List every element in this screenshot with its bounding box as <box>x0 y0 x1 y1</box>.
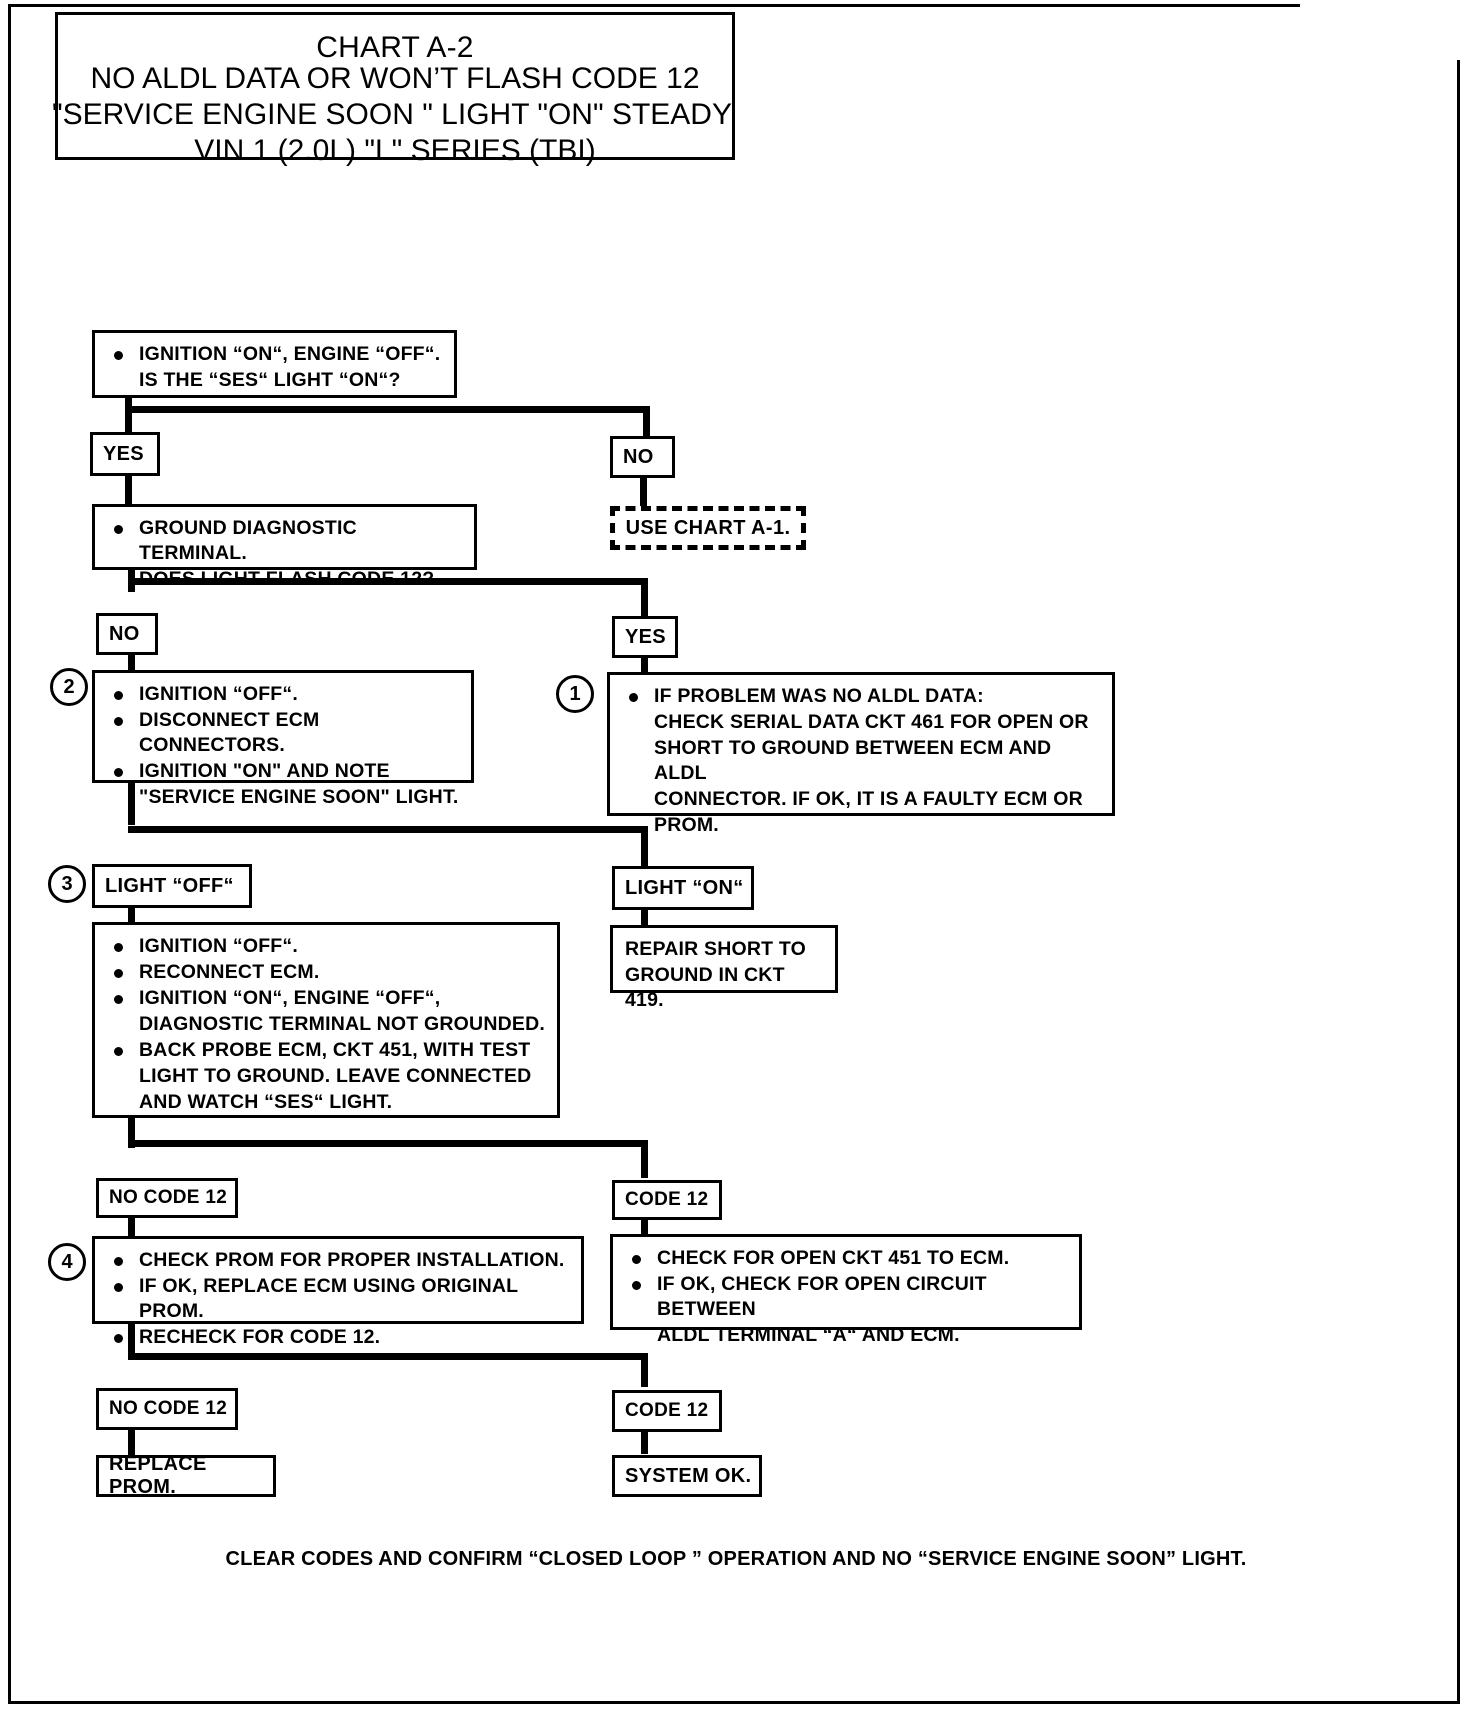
label-no-1: NO <box>610 436 675 478</box>
openckt-line-1: CHECK FOR OPEN CKT 451 TO ECM. <box>627 1246 1069 1271</box>
line-box3-down <box>128 1118 135 1148</box>
box4-line-3: RECHECK FOR CODE 12. <box>109 1325 571 1350</box>
line-q1-right-down <box>643 406 650 436</box>
box3-line-1: IGNITION “OFF“. <box>109 934 547 959</box>
label-yes-1: YES <box>90 432 160 476</box>
label-light-off: LIGHT “OFF“ <box>92 864 252 908</box>
step-2-box: IGNITION “OFF“. DISCONNECT ECM CONNECTOR… <box>92 670 474 808</box>
line-nocode-a-down <box>128 1218 135 1238</box>
step-1-box: IF PROBLEM WAS NO ALDL DATA: CHECK SERIA… <box>607 672 1115 836</box>
q2-line-1: GROUND DIAGNOSTIC TERMINAL. <box>109 516 464 566</box>
replace-prom-box: REPLACE PROM. <box>96 1453 276 1498</box>
box1-line-2: CHECK SERIAL DATA CKT 461 FOR OPEN OR <box>654 711 1089 733</box>
frame-notch-right <box>1450 0 1472 60</box>
openckt-line-3: ALDL TERMINAL “A“ AND ECM. <box>657 1324 960 1346</box>
box1-line-5: PROM. <box>654 814 719 836</box>
box2-line-2: DISCONNECT ECM CONNECTORS. <box>109 708 461 758</box>
line-yes1-down <box>125 476 132 504</box>
box2-line-4: "SERVICE ENGINE SOON" LIGHT. <box>139 786 459 808</box>
line-box4-right-down <box>641 1353 648 1387</box>
line-box4-down <box>128 1324 135 1360</box>
line-lighton-down <box>641 910 648 928</box>
box2-line-1: IGNITION “OFF“. <box>109 682 461 707</box>
box3-line-5: BACK PROBE ECM, CKT 451, WITH TEST <box>109 1038 547 1063</box>
box3-line-3: IGNITION “ON“, ENGINE “OFF“, <box>109 986 547 1011</box>
label-no-code-12-a: NO CODE 12 <box>96 1178 238 1218</box>
openckt-line-2: IF OK, CHECK FOR OPEN CIRCUIT BETWEEN <box>627 1272 1069 1322</box>
open-ckt-box: CHECK FOR OPEN CKT 451 TO ECM. IF OK, CH… <box>610 1234 1082 1346</box>
step-3-box: IGNITION “OFF“. RECONNECT ECM. IGNITION … <box>92 922 560 1118</box>
q1-line-1: IGNITION “ON“, ENGINE “OFF“. <box>109 342 444 367</box>
chart-title-line-2: NO ALDL DATA OR WON’T FLASH CODE 12 <box>90 62 700 95</box>
line-q2-across <box>128 578 648 585</box>
chart-title-box: CHART A-2 <box>55 12 735 160</box>
q1-line-2: IS THE “SES“ LIGHT “ON“? <box>139 369 401 391</box>
repair-line-1: REPAIR SHORT TO <box>625 938 807 960</box>
line-no2-down <box>128 655 135 675</box>
question-ground-terminal-box: GROUND DIAGNOSTIC TERMINAL. DOES LIGHT F… <box>92 504 477 590</box>
label-yes-2: YES <box>612 616 678 658</box>
line-box2-across <box>128 826 648 833</box>
box4-line-1: CHECK PROM FOR PROPER INSTALLATION. <box>109 1248 571 1273</box>
line-box2-down <box>128 783 135 825</box>
box1-line-4: CONNECTOR. IF OK, IT IS A FAULTY ECM OR <box>654 788 1083 810</box>
label-code-12-b: CODE 12 <box>612 1390 722 1432</box>
line-nocode-b-down <box>128 1430 135 1456</box>
system-ok-box: SYSTEM OK. <box>612 1455 762 1497</box>
line-code-b-down <box>641 1432 648 1454</box>
line-box3-across <box>128 1140 648 1147</box>
step-marker-3: 3 <box>48 865 86 903</box>
line-lightoff-down <box>128 908 135 924</box>
chart-title-line-1: CHART A-2 <box>316 31 474 64</box>
line-box2-right-down <box>641 826 648 866</box>
use-chart-a1-box[interactable]: USE CHART A-1. <box>610 506 806 550</box>
line-box4-across <box>128 1353 648 1360</box>
line-q1-across <box>125 406 650 413</box>
label-no-2: NO <box>96 613 158 655</box>
label-code-12-a: CODE 12 <box>612 1180 722 1220</box>
line-no1-down <box>640 478 647 508</box>
page-border <box>8 4 1460 1704</box>
footer-note: CLEAR CODES AND CONFIRM “CLOSED LOOP ” O… <box>225 1548 1247 1570</box>
box3-line-6: LIGHT TO GROUND. LEAVE CONNECTED <box>139 1065 532 1087</box>
frame-notch-top <box>1300 0 1470 10</box>
line-box3-right-down <box>641 1140 648 1178</box>
box2-line-3: IGNITION "ON" AND NOTE <box>109 759 461 784</box>
label-light-on: LIGHT “ON“ <box>612 866 754 910</box>
chart-title-line-3: "SERVICE ENGINE SOON " LIGHT "ON" STEADY <box>52 98 732 131</box>
box3-line-4: DIAGNOSTIC TERMINAL NOT GROUNDED. <box>139 1013 545 1035</box>
line-q2-right-down <box>641 578 648 616</box>
step-marker-1: 1 <box>556 675 594 713</box>
step-marker-2: 2 <box>50 668 88 706</box>
label-no-code-12-b: NO CODE 12 <box>96 1388 238 1430</box>
line-code-a-down <box>641 1220 648 1236</box>
box1-line-1: IF PROBLEM WAS NO ALDL DATA: <box>624 684 1102 709</box>
line-q1-down <box>125 398 132 436</box>
repair-line-2: GROUND IN CKT 419. <box>625 964 785 1011</box>
box3-line-7: AND WATCH “SES“ LIGHT. <box>139 1091 393 1113</box>
chart-title-line-4: VIN 1 (2.0L) "L" SERIES (TBI) <box>194 134 596 167</box>
step-4-box: CHECK PROM FOR PROPER INSTALLATION. IF O… <box>92 1236 584 1348</box>
q2-line-2: DOES LIGHT FLASH CODE 12? <box>139 568 435 590</box>
box1-line-3: SHORT TO GROUND BETWEEN ECM AND ALDL <box>654 737 1052 784</box>
box4-line-2: IF OK, REPLACE ECM USING ORIGINAL PROM. <box>109 1274 571 1324</box>
step-marker-4: 4 <box>48 1243 86 1281</box>
repair-short-box: REPAIR SHORT TO GROUND IN CKT 419. <box>610 925 838 1011</box>
question-ignition-on-box: IGNITION “ON“, ENGINE “OFF“. IS THE “SES… <box>92 330 457 398</box>
box3-line-2: RECONNECT ECM. <box>109 960 547 985</box>
line-yes2-down <box>641 658 648 676</box>
